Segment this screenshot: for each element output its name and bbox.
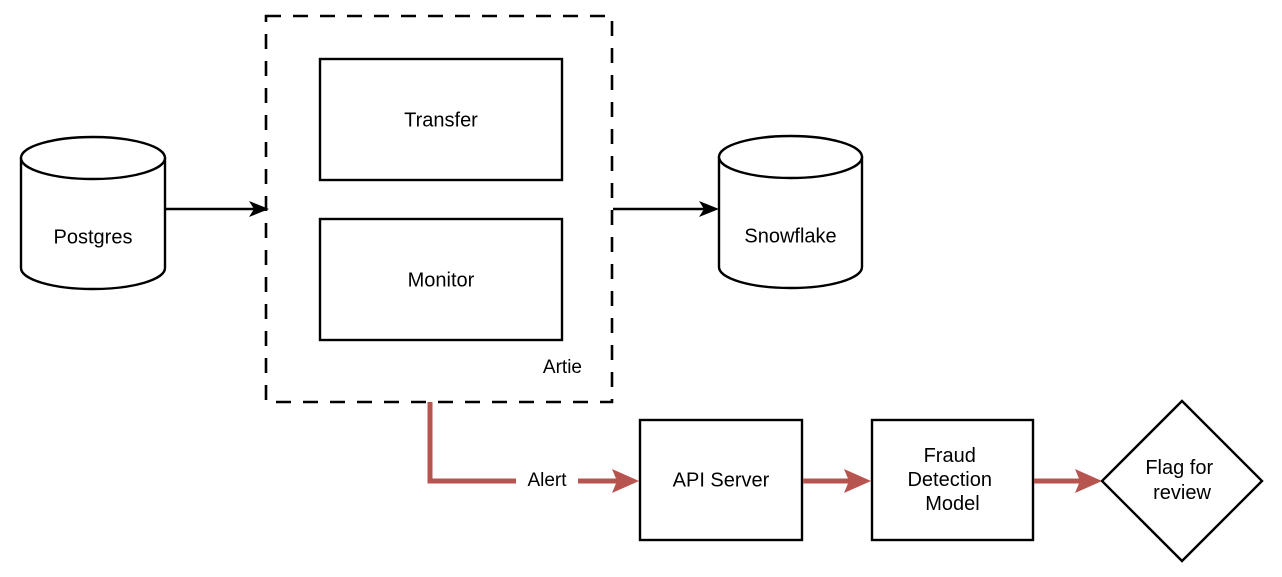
flag-for-review-diamond [1100,399,1264,563]
monitor-box [318,217,564,342]
fraud-model-line-1: Fraud [924,445,976,467]
snowflake-cylinder-top [717,134,864,180]
api-server-label: API Server [673,469,770,491]
edge-fraud-model-to-flag-review[interactable] [1034,469,1102,493]
artie-to-api-server-arrowhead [612,469,639,493]
flag-review-line-1: Flag for [1145,457,1213,479]
postgres-cylinder-top [19,135,167,181]
node-api-server[interactable]: API Server [638,418,804,542]
api-server-to-fraud-model-arrowhead [844,469,871,493]
postgres-cylinder-body [19,157,167,291]
edge-artie-to-snowflake[interactable] [613,201,719,217]
artie-label: Artie [543,357,582,378]
api-server-box [638,418,804,542]
fraud-model-to-flag-review-arrowhead [1075,469,1102,493]
node-flag-for-review[interactable]: Flag for review [1100,399,1264,563]
flag-review-line-2: review [1153,482,1211,504]
transfer-box [318,57,564,182]
fraud-model-line-3: Model [925,493,979,515]
postgres-label: Postgres [54,226,133,248]
monitor-label: Monitor [408,269,475,291]
node-monitor[interactable]: Monitor [318,217,564,342]
transfer-label: Transfer [404,109,478,131]
flag-for-review-label: Flag for review [1145,457,1218,504]
node-postgres[interactable]: Postgres [19,135,167,291]
artie-to-snowflake-arrowhead [699,201,719,217]
postgres-to-artie-arrowhead [249,201,269,217]
node-fraud-detection-model[interactable]: Fraud Detection Model [870,418,1035,542]
edge-api-server-to-fraud-model[interactable] [803,469,871,493]
edge-artie-to-api-server[interactable]: Alert [427,402,639,494]
edge-postgres-to-artie[interactable] [166,201,269,217]
node-transfer[interactable]: Transfer [318,57,564,182]
node-snowflake[interactable]: Snowflake [717,134,864,290]
fraud-detection-model-label: Fraud Detection Model [907,445,997,515]
fraud-detection-model-box [870,418,1035,542]
snowflake-label: Snowflake [744,225,836,247]
alert-label-backdrop [516,468,578,494]
fraud-model-line-2: Detection [907,469,992,491]
snowflake-cylinder-body [717,156,864,290]
alert-edge-label: Alert [527,470,567,491]
